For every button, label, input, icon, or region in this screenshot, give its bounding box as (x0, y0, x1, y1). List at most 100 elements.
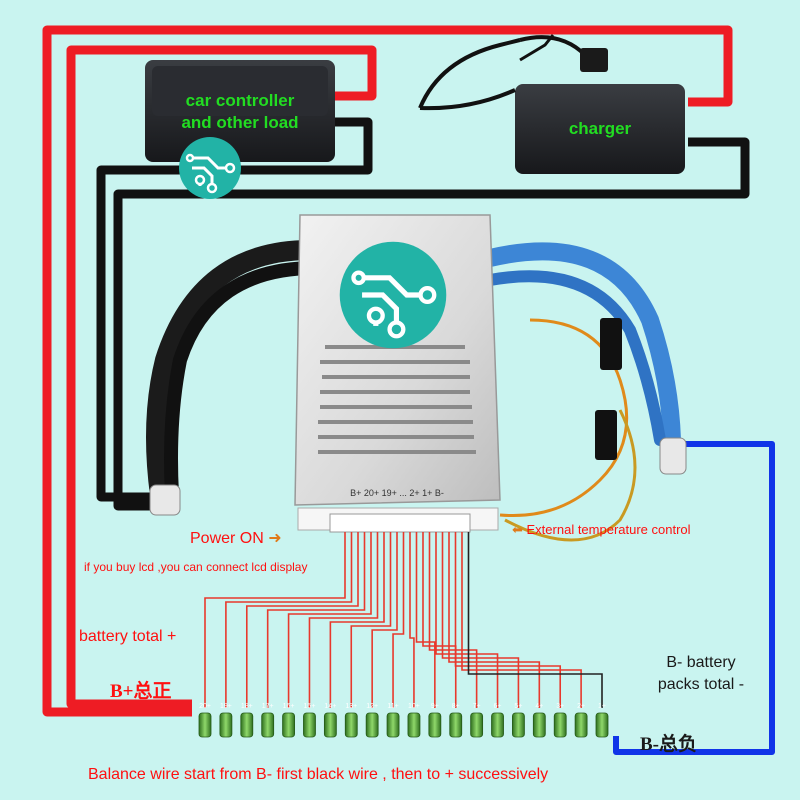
battery-cell (491, 712, 504, 738)
balance-wire (287, 532, 372, 708)
power-on-arrow-icon: ➜ (268, 530, 282, 547)
balance-wire (225, 532, 353, 708)
charger-device (418, 34, 685, 174)
cell-tap-label: 11+ (387, 703, 398, 710)
balance-wire (467, 532, 603, 708)
bms-terminal-labels: B+ 20+ 19+ ... 2+ 1+ B- (350, 488, 444, 498)
balance-note: Balance wire start from B- first black w… (88, 766, 549, 783)
balance-wire (441, 532, 520, 708)
balance-wire (422, 532, 457, 708)
external-temp-text: External temperature control (526, 522, 691, 537)
charger-label: charger (568, 119, 632, 138)
balance-wire (245, 532, 359, 708)
battery-cell (574, 712, 588, 738)
cell-tap-label: 1+ (598, 703, 606, 710)
positive-lug (659, 437, 687, 475)
battery-cell (282, 712, 295, 738)
battery-cell (344, 712, 358, 738)
load-device (145, 60, 335, 162)
battery-cell (532, 712, 546, 738)
cell-tap-label: 5+ (514, 703, 522, 710)
battery-cell (470, 712, 484, 738)
negative-lug (149, 484, 181, 516)
b-minus-total-line2: packs total - (657, 676, 745, 693)
battery-cell (449, 712, 463, 738)
cell-tap-label: 16+ (283, 703, 295, 710)
battery-cell (219, 712, 233, 738)
blue-bminus-wire (613, 441, 775, 755)
temp-sensor-wire-2 (504, 409, 637, 542)
circuit-icon (339, 241, 447, 349)
b-minus-total-label: B- battery packs total - (640, 652, 762, 696)
battery-cell (428, 712, 442, 738)
cell-tap-label: 18+ (241, 703, 253, 710)
battery-cell (595, 712, 609, 738)
cell-tap-label: 2+ (577, 703, 585, 710)
cell-tap-label: 10+ (408, 703, 420, 710)
temp-sensor-wire (499, 318, 629, 518)
battery-cell (240, 712, 254, 738)
temp-sensor-probe-2 (595, 410, 617, 460)
b-minus-label: B-总负 (640, 734, 698, 755)
battery-total-plus-label: battery total + (79, 628, 177, 645)
blue-power-cable (481, 242, 681, 449)
balance-wire-harness (204, 532, 603, 708)
cell-tap-label: 20+ (199, 703, 211, 710)
cell-tap-label: 8+ (452, 703, 460, 710)
cell-tap-label: 6+ (494, 703, 502, 710)
black-power-cable (146, 240, 320, 505)
battery-cell (261, 712, 275, 738)
red-positive-wire-inner (66, 45, 377, 709)
balance-wire (435, 532, 499, 708)
cell-tap-label: 12+ (366, 703, 378, 710)
power-on-label: Power ON ➜ (190, 528, 282, 548)
balance-wire (409, 532, 415, 708)
battery-cell (323, 712, 337, 738)
cell-tap-label: 7+ (473, 703, 481, 710)
balance-wire (371, 532, 398, 708)
balance-wire (392, 532, 405, 708)
balance-wire (350, 532, 392, 708)
red-positive-wire-outer (42, 25, 733, 717)
balance-wire (461, 532, 582, 708)
cell-tap-label: 17+ (262, 703, 274, 710)
lcd-note: if you buy lcd ,you can connect lcd disp… (84, 560, 308, 574)
balance-wire (329, 532, 385, 708)
cell-tap-label: 14+ (324, 703, 336, 710)
balance-wire (308, 532, 379, 708)
cell-tap-label: 3+ (556, 703, 564, 710)
blue-power-cable-2 (484, 270, 666, 446)
cell-tap-label: 13+ (345, 703, 357, 710)
battery-cell (386, 712, 400, 738)
load-label-line1: car controller (185, 91, 295, 110)
balance-wire (204, 532, 346, 708)
battery-cell (365, 712, 379, 738)
power-on-text: Power ON (190, 530, 264, 547)
cell-tap-label: 15+ (304, 703, 316, 710)
load-label: car controller and other load (170, 90, 310, 134)
cell-tap-label: 19+ (220, 703, 232, 710)
battery-cells: 20+ 19+ 18+ 17+ 16+ 15+ 14+ 13+ 12+ 11+ 10+ 9+ 8+ 7+ 6… (198, 703, 609, 738)
black-wire-charger (113, 137, 750, 511)
external-temp-arrow-icon: ⬅ (512, 522, 527, 537)
battery-cell (198, 712, 212, 738)
battery-cell (407, 712, 421, 738)
balance-wire (266, 532, 366, 708)
battery-cell (303, 712, 316, 738)
load-label-line2: and other load (181, 113, 299, 132)
balance-wire (448, 532, 541, 708)
cell-tap-label: 9+ (431, 703, 439, 710)
balance-wire (454, 532, 562, 708)
cell-tap-label: 4+ (535, 703, 543, 710)
temp-sensor-probe (600, 318, 622, 370)
b-plus-label: B+总正 (110, 681, 172, 702)
external-temp-label: ⬅ External temperature control (512, 522, 691, 538)
battery-cell (512, 712, 525, 738)
b-minus-total-line1: B- battery (666, 654, 736, 671)
balance-wire (428, 532, 478, 708)
balance-wire (415, 532, 436, 708)
black-power-cable-2 (164, 261, 322, 502)
battery-cell (553, 712, 567, 738)
